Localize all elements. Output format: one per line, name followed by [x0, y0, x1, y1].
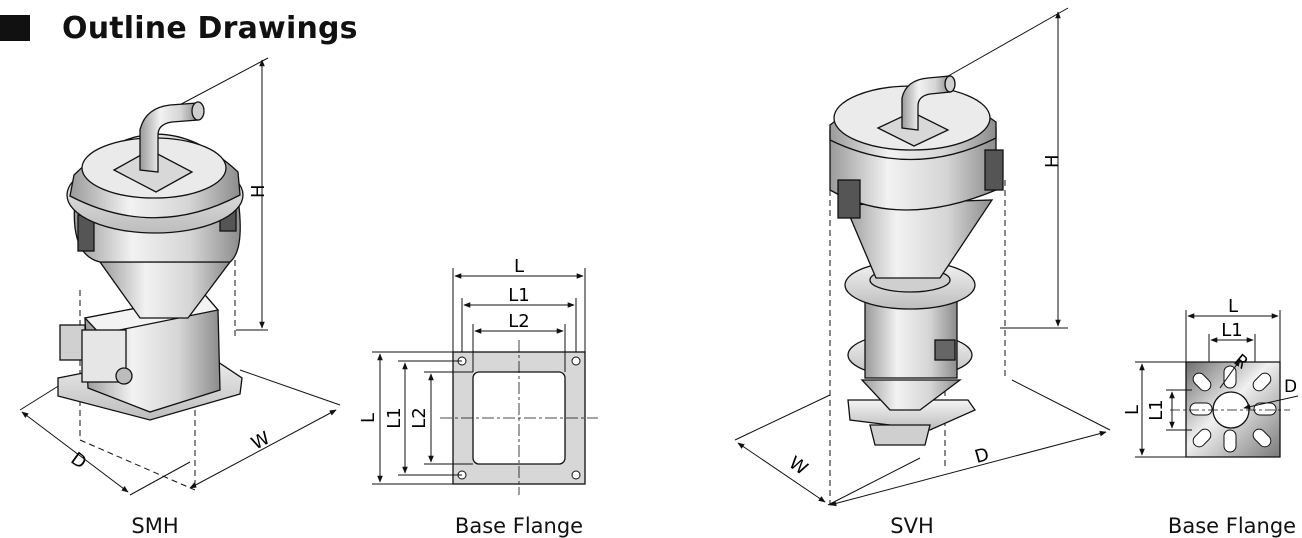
header-square-icon — [0, 15, 30, 41]
svh-flange-drawing — [1135, 310, 1299, 458]
svh-dim-h: H — [1042, 154, 1063, 168]
smh-flange-dim-l-side: L — [358, 413, 379, 423]
smh-flange-drawing — [372, 268, 598, 495]
svh-drawing — [734, 7, 1111, 507]
smh-dim-h: H — [248, 184, 269, 198]
smh-flange-dim-l2-side: L2 — [409, 407, 430, 428]
page-title: Outline Drawings — [62, 10, 358, 46]
svh-flange-dim-d: D — [1284, 377, 1297, 397]
caption-svh-base-flange: Base Flange — [1167, 514, 1297, 538]
svh-flange-dim-l: L — [1228, 296, 1238, 317]
svh-dimension-lines — [734, 7, 1111, 507]
caption-svh: SVH — [890, 514, 934, 538]
svh-flange-dim-l-side: L — [1122, 405, 1143, 415]
svh-flange-dim-l1: L1 — [1221, 320, 1242, 341]
smh-drawing — [19, 57, 341, 496]
caption-smh-base-flange: Base Flange — [454, 514, 584, 538]
smh-flange-dim-l2: L2 — [508, 311, 529, 332]
caption-smh: SMH — [131, 514, 179, 538]
smh-flange-dim-l1: L1 — [508, 285, 529, 306]
svh-dim-d: D — [972, 444, 991, 468]
section-header: Outline Drawings — [0, 8, 358, 48]
svh-flange-dim-l1-side: L1 — [1146, 399, 1167, 420]
smh-dim-d: D — [67, 448, 91, 473]
smh-flange-dim-l: L — [514, 256, 524, 277]
smh-flange-dim-l1-side: L1 — [384, 407, 405, 428]
smh-dimension-lines — [19, 57, 341, 496]
svh-dim-w: W — [785, 452, 812, 479]
smh-dim-w: W — [248, 428, 274, 455]
